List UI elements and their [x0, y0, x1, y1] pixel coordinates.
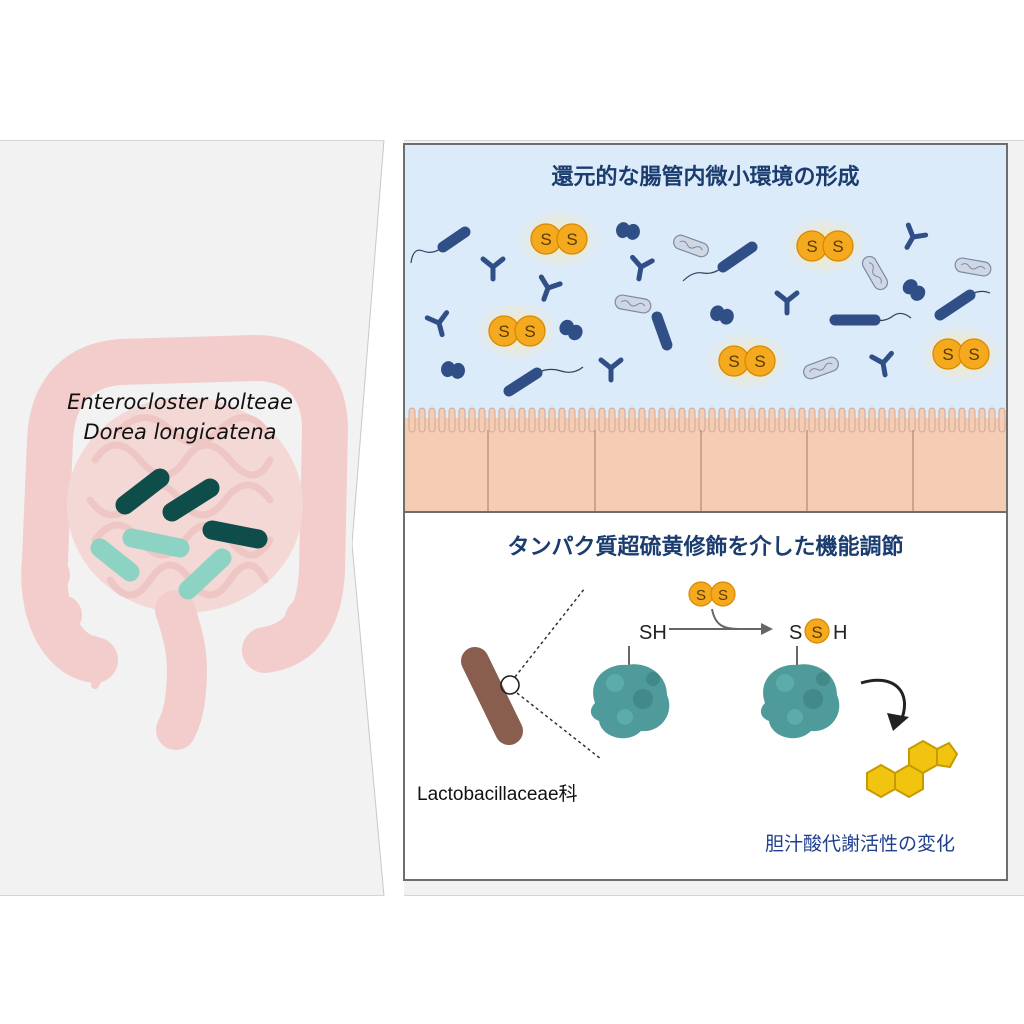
species-label-1: Enterocloster bolteae [67, 390, 293, 414]
rod-bacterium [651, 311, 673, 351]
intestine-icon [21, 334, 349, 750]
gut-microbes [410, 222, 992, 397]
species-label-2: Dorea longicatena [83, 420, 277, 444]
pale-bacterium [861, 255, 889, 291]
zoom-wedge [352, 140, 404, 896]
effect-arrow [860, 678, 907, 722]
bacterium-rod-dark [115, 468, 170, 515]
y-shaped-bacterium [630, 254, 655, 282]
epithelium-layer [405, 418, 1006, 511]
diplococcus [559, 319, 583, 341]
y-shaped-bacterium [598, 357, 624, 383]
persulfide-atom [804, 618, 830, 644]
svg-text:S: S [968, 345, 979, 364]
bacterium-rod-light [90, 538, 140, 582]
modified-protein-icon [760, 664, 840, 739]
microvilli [408, 407, 1006, 433]
intestine-illustration [21, 334, 349, 750]
persulfide-s-label: S [811, 623, 822, 642]
pale-bacterium [673, 234, 709, 258]
pale-bacterium [954, 257, 992, 277]
svg-text:S: S [566, 230, 577, 249]
persulfidation-panel: SH S S S S H [403, 513, 1008, 881]
svg-text:S: S [524, 322, 535, 341]
diplococcus [441, 361, 465, 379]
panel-title-persulfidation: タンパク質超硫黄修飾を介した機能調節 [507, 535, 904, 560]
reaction-arrowhead [761, 623, 773, 635]
bile-acid-outcome-label: 胆汁酸代謝活性の変化 [765, 834, 956, 855]
lactobacillus-rod [461, 647, 523, 745]
rod-bacterium [503, 366, 584, 397]
donor-curve [711, 608, 740, 630]
bile-acid-icon [866, 739, 959, 799]
y-shaped-bacterium [774, 290, 800, 316]
svg-text:S: S [806, 237, 817, 256]
svg-text:S: S [718, 587, 728, 604]
zoom-wedge-edge [352, 140, 385, 896]
y-shaped-bacterium [538, 274, 563, 302]
y-shaped-bacterium [904, 222, 929, 250]
zoom-line-upper [514, 587, 586, 678]
lactobacillaceae-label: Lactobacillaceae科 [417, 784, 578, 805]
zoom-wedge-fill [352, 140, 404, 896]
effect-arrowhead [887, 713, 909, 731]
y-shaped-bacterium [424, 310, 450, 338]
product-s-label: S [789, 622, 802, 644]
svg-text:S: S [728, 352, 739, 371]
product-h-label: H [833, 622, 847, 644]
rod-bacterium [829, 312, 912, 326]
bottom-rule [0, 895, 1024, 896]
bacterium-rod-dark [162, 478, 220, 522]
svg-text:S: S [832, 237, 843, 256]
zoom-line-lower [516, 692, 602, 760]
pale-bacterium [803, 356, 839, 380]
svg-text:S: S [540, 230, 551, 249]
panel-title-reducing: 還元的な腸管内微小環境の形成 [551, 165, 860, 190]
disulfide-donor: S S [688, 581, 736, 607]
top-rule [0, 140, 1024, 141]
svg-text:S: S [754, 352, 765, 371]
diplococcus [710, 305, 734, 325]
rod-bacterium [934, 289, 991, 321]
bacterium-rod-light [178, 548, 232, 600]
zoom-circle [500, 675, 520, 695]
cell-borders [487, 430, 914, 511]
thiol-label: SH [639, 622, 667, 644]
rod-bacterium [682, 241, 758, 282]
svg-text:S: S [498, 322, 509, 341]
svg-text:S: S [942, 345, 953, 364]
pale-bacterium [614, 294, 652, 314]
diplococcus [902, 279, 926, 301]
diplococcus [616, 222, 640, 240]
rod-bacterium [410, 226, 471, 264]
protein-icon [590, 664, 670, 739]
y-shaped-bacterium [480, 256, 506, 282]
y-shaped-bacterium [869, 350, 894, 378]
bacterium-rod-dark [202, 520, 268, 549]
svg-text:S: S [696, 587, 706, 604]
bacterium-rod-light [122, 528, 190, 558]
